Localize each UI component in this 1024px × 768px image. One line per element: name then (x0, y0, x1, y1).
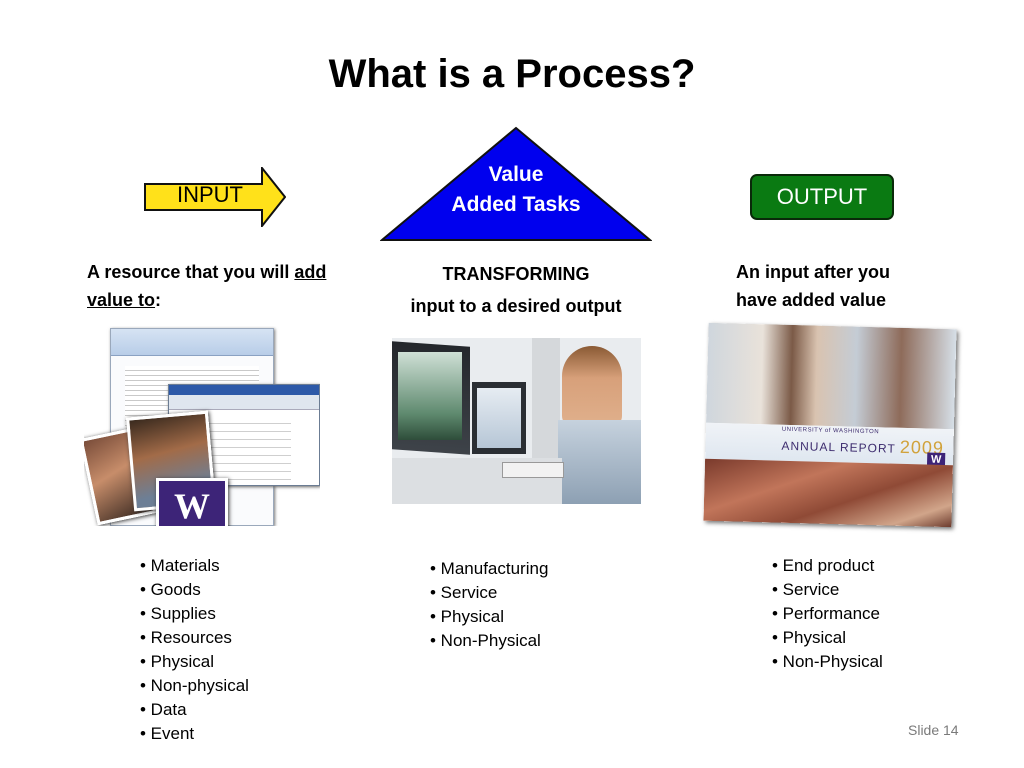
uw-logo-letter: W (174, 486, 210, 526)
input-desc-underlined: add value to (87, 262, 327, 310)
list-item: • Materials (140, 556, 220, 575)
input-desc-prefix: A resource that you will (87, 262, 295, 282)
process-desc-line-1: TRANSFORMING (442, 264, 590, 284)
output-description: An input after you have added value (736, 258, 936, 314)
process-description: TRANSFORMING input to a desired output (380, 258, 652, 322)
input-desc-suffix: : (155, 290, 162, 310)
slide-title: What is a Process? (328, 52, 696, 96)
output-bullet-list: • End product • Service • Performance • … (772, 554, 883, 674)
input-description: A resource that you will add value to: (87, 258, 347, 314)
list-item: • Event (140, 724, 195, 743)
output-desc-line-1: An input after you (736, 262, 890, 282)
list-item: • Physical (430, 607, 504, 626)
triangle-line-2: Added Tasks (451, 193, 581, 216)
list-item: • Performance (772, 604, 880, 623)
list-item: • Supplies (140, 604, 216, 623)
output-label: OUTPUT (776, 184, 868, 209)
list-item: • Physical (140, 652, 214, 671)
input-image-collage: W (84, 326, 320, 526)
triangle-label: Value Added Tasks (430, 160, 602, 220)
report-title-text: ANNUAL REPORT (781, 438, 896, 456)
list-item: • Service (430, 583, 498, 602)
list-item: • Service (772, 580, 840, 599)
list-item: • Non-Physical (430, 631, 541, 650)
engineer-at-computers-image (392, 338, 641, 504)
uw-logo-image: W (156, 478, 228, 526)
slide-number: Slide 14 (908, 722, 959, 738)
annual-report-image: UNIVERSITY of WASHINGTON ANNUAL REPORT 2… (703, 322, 957, 528)
list-item: • Non-Physical (772, 652, 883, 671)
input-label: INPUT (177, 182, 243, 207)
value-added-triangle (380, 126, 652, 241)
list-item: • Goods (140, 580, 201, 599)
list-item: • Physical (772, 628, 846, 647)
list-item: • Data (140, 700, 187, 719)
process-desc-line-2: input to a desired output (410, 296, 622, 316)
list-item: • Non-physical (140, 676, 249, 695)
process-bullet-list: • Manufacturing • Service • Physical • N… (430, 557, 548, 653)
input-bullet-list: • Materials • Goods • Supplies • Resourc… (140, 554, 249, 746)
list-item: • Manufacturing (430, 559, 549, 578)
list-item: • End product (772, 556, 875, 575)
output-desc-line-2: have added value (736, 290, 887, 310)
list-item: • Resources (140, 628, 232, 647)
triangle-line-1: Value (488, 163, 544, 186)
input-arrow-shape (144, 167, 286, 227)
output-box: OUTPUT (750, 174, 894, 220)
